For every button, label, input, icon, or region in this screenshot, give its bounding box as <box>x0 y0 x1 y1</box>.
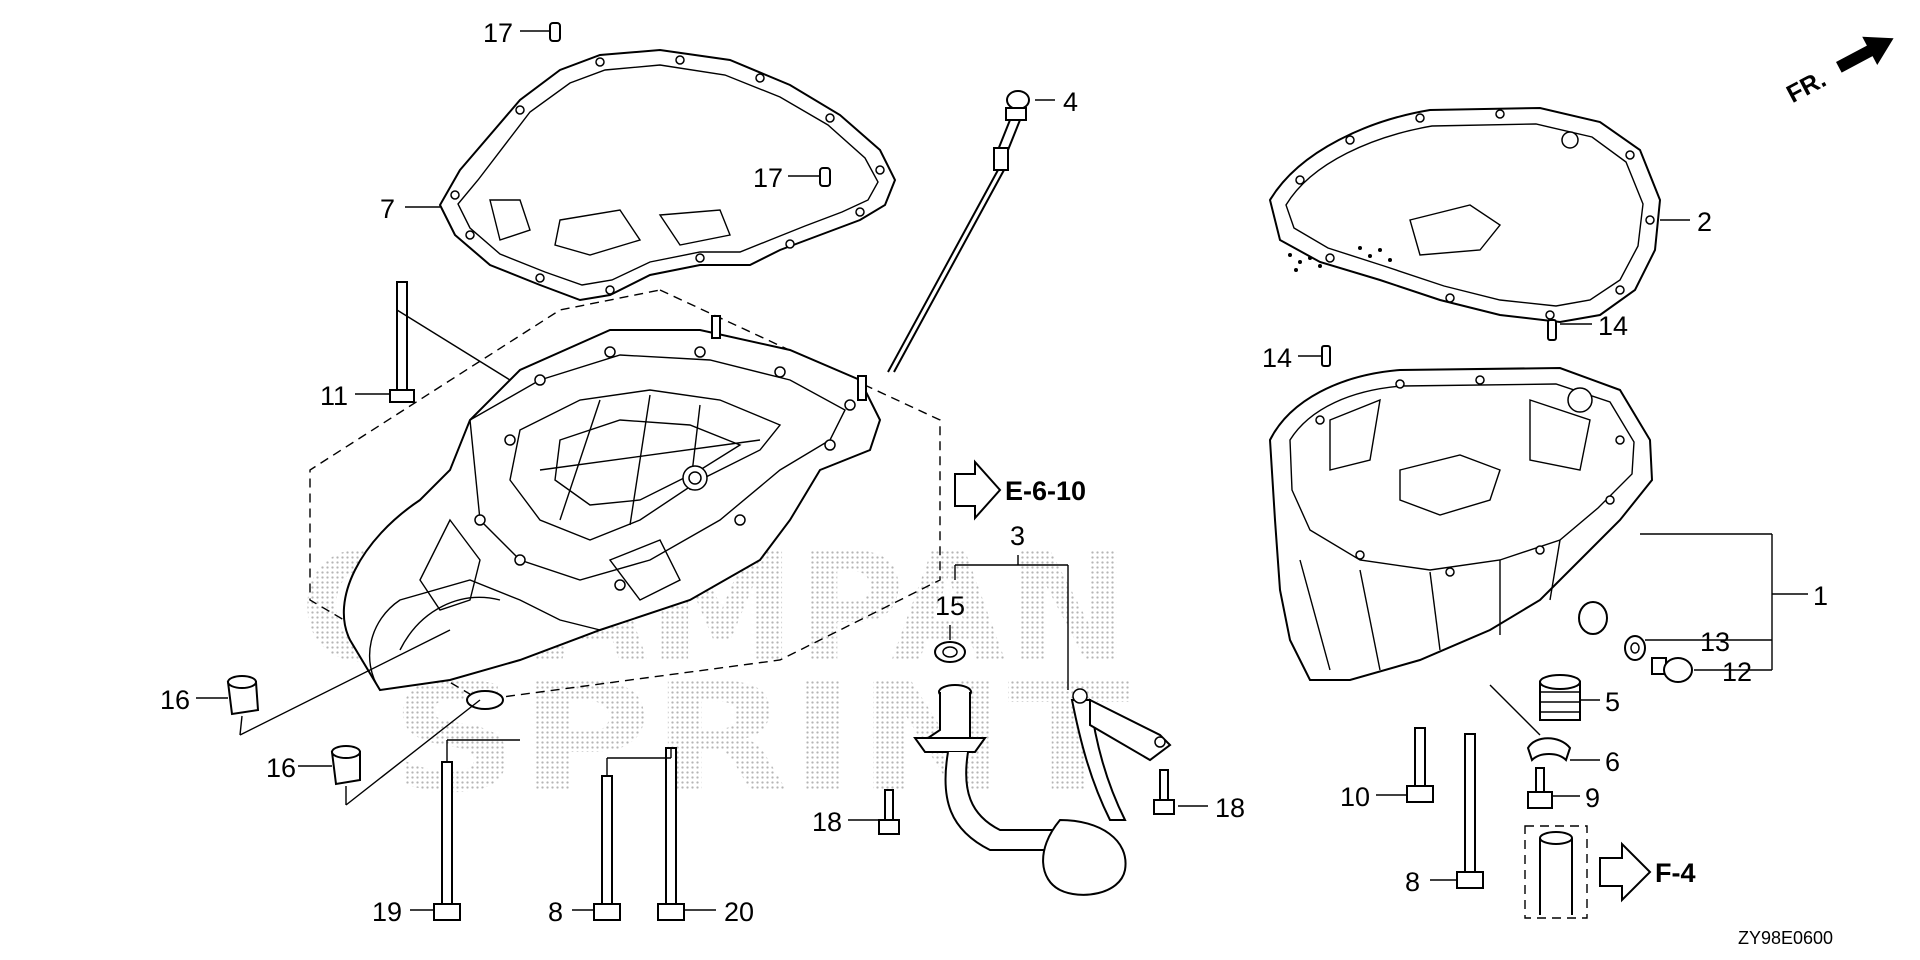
callout-16a: 16 <box>160 685 190 715</box>
callout-20: 20 <box>724 897 754 927</box>
callout-8a: 8 <box>548 897 563 927</box>
bolt-18a <box>878 789 900 835</box>
dowel-pin-17b <box>819 167 831 187</box>
dipstick-4 <box>887 90 1030 373</box>
callout-14a: 14 <box>1262 343 1292 373</box>
callout-12: 12 <box>1722 657 1752 687</box>
ref-label-f: F-4 <box>1655 858 1696 888</box>
bolt-8-right <box>1456 733 1484 889</box>
bolt-9 <box>1527 767 1553 809</box>
callout-18a: 18 <box>812 807 842 837</box>
callout-14b: 14 <box>1598 311 1628 341</box>
leader-lines <box>196 30 1808 911</box>
callout-1: 1 <box>1813 581 1828 611</box>
oil-strainer-3 <box>913 684 1172 896</box>
bolt-18b <box>1153 769 1175 815</box>
clip-6 <box>1526 737 1572 762</box>
callout-10: 10 <box>1340 782 1370 812</box>
callout-7: 7 <box>380 194 395 224</box>
callout-labels: 17 17 7 4 11 16 16 19 8 20 3 15 18 18 2 … <box>160 18 1828 927</box>
o-ring-15 <box>934 641 966 663</box>
gasket-2 <box>1268 106 1662 324</box>
front-indicator: FR. <box>1782 36 1894 109</box>
callout-3: 3 <box>1010 521 1025 551</box>
cap-16b <box>330 745 361 786</box>
callout-5: 5 <box>1605 687 1620 717</box>
callout-19: 19 <box>372 897 402 927</box>
callout-8b: 8 <box>1405 867 1420 897</box>
dowel-pin-17a <box>549 22 561 42</box>
callout-17b: 17 <box>753 163 783 193</box>
ref-label-e: E-6-10 <box>1005 476 1086 506</box>
callout-18b: 18 <box>1215 793 1245 823</box>
callout-2: 2 <box>1697 207 1712 237</box>
bolt-11 <box>389 281 415 403</box>
oil-case-left <box>309 289 941 710</box>
callout-15: 15 <box>935 591 965 621</box>
oil-case-1 <box>1268 366 1654 681</box>
callout-6: 6 <box>1605 747 1620 777</box>
callout-17a: 17 <box>483 18 513 48</box>
callout-16b: 16 <box>266 753 296 783</box>
ref-arrow-f <box>1599 841 1652 903</box>
callout-13: 13 <box>1700 627 1730 657</box>
callout-9: 9 <box>1585 783 1600 813</box>
pin-14a <box>1321 345 1331 367</box>
cap-16a <box>226 675 260 716</box>
front-label: FR. <box>1782 65 1831 109</box>
ref-arrow-e <box>954 459 1002 521</box>
gasket-7 <box>438 48 897 302</box>
callout-4: 4 <box>1063 87 1078 117</box>
callout-11: 11 <box>320 381 348 411</box>
washer-13 <box>1624 635 1646 661</box>
bolt-8-left <box>593 775 621 921</box>
arrow-right-icon <box>1836 36 1894 73</box>
svg-text:SPRINT: SPRINT <box>390 652 1130 826</box>
drain-plug-12 <box>1651 657 1693 683</box>
diagram-code: ZY98E0600 <box>1738 928 1833 948</box>
cap-5 <box>1539 674 1581 721</box>
bolt-10 <box>1406 727 1434 803</box>
pin-14b <box>1547 319 1557 341</box>
tube-f4 <box>1524 825 1588 919</box>
